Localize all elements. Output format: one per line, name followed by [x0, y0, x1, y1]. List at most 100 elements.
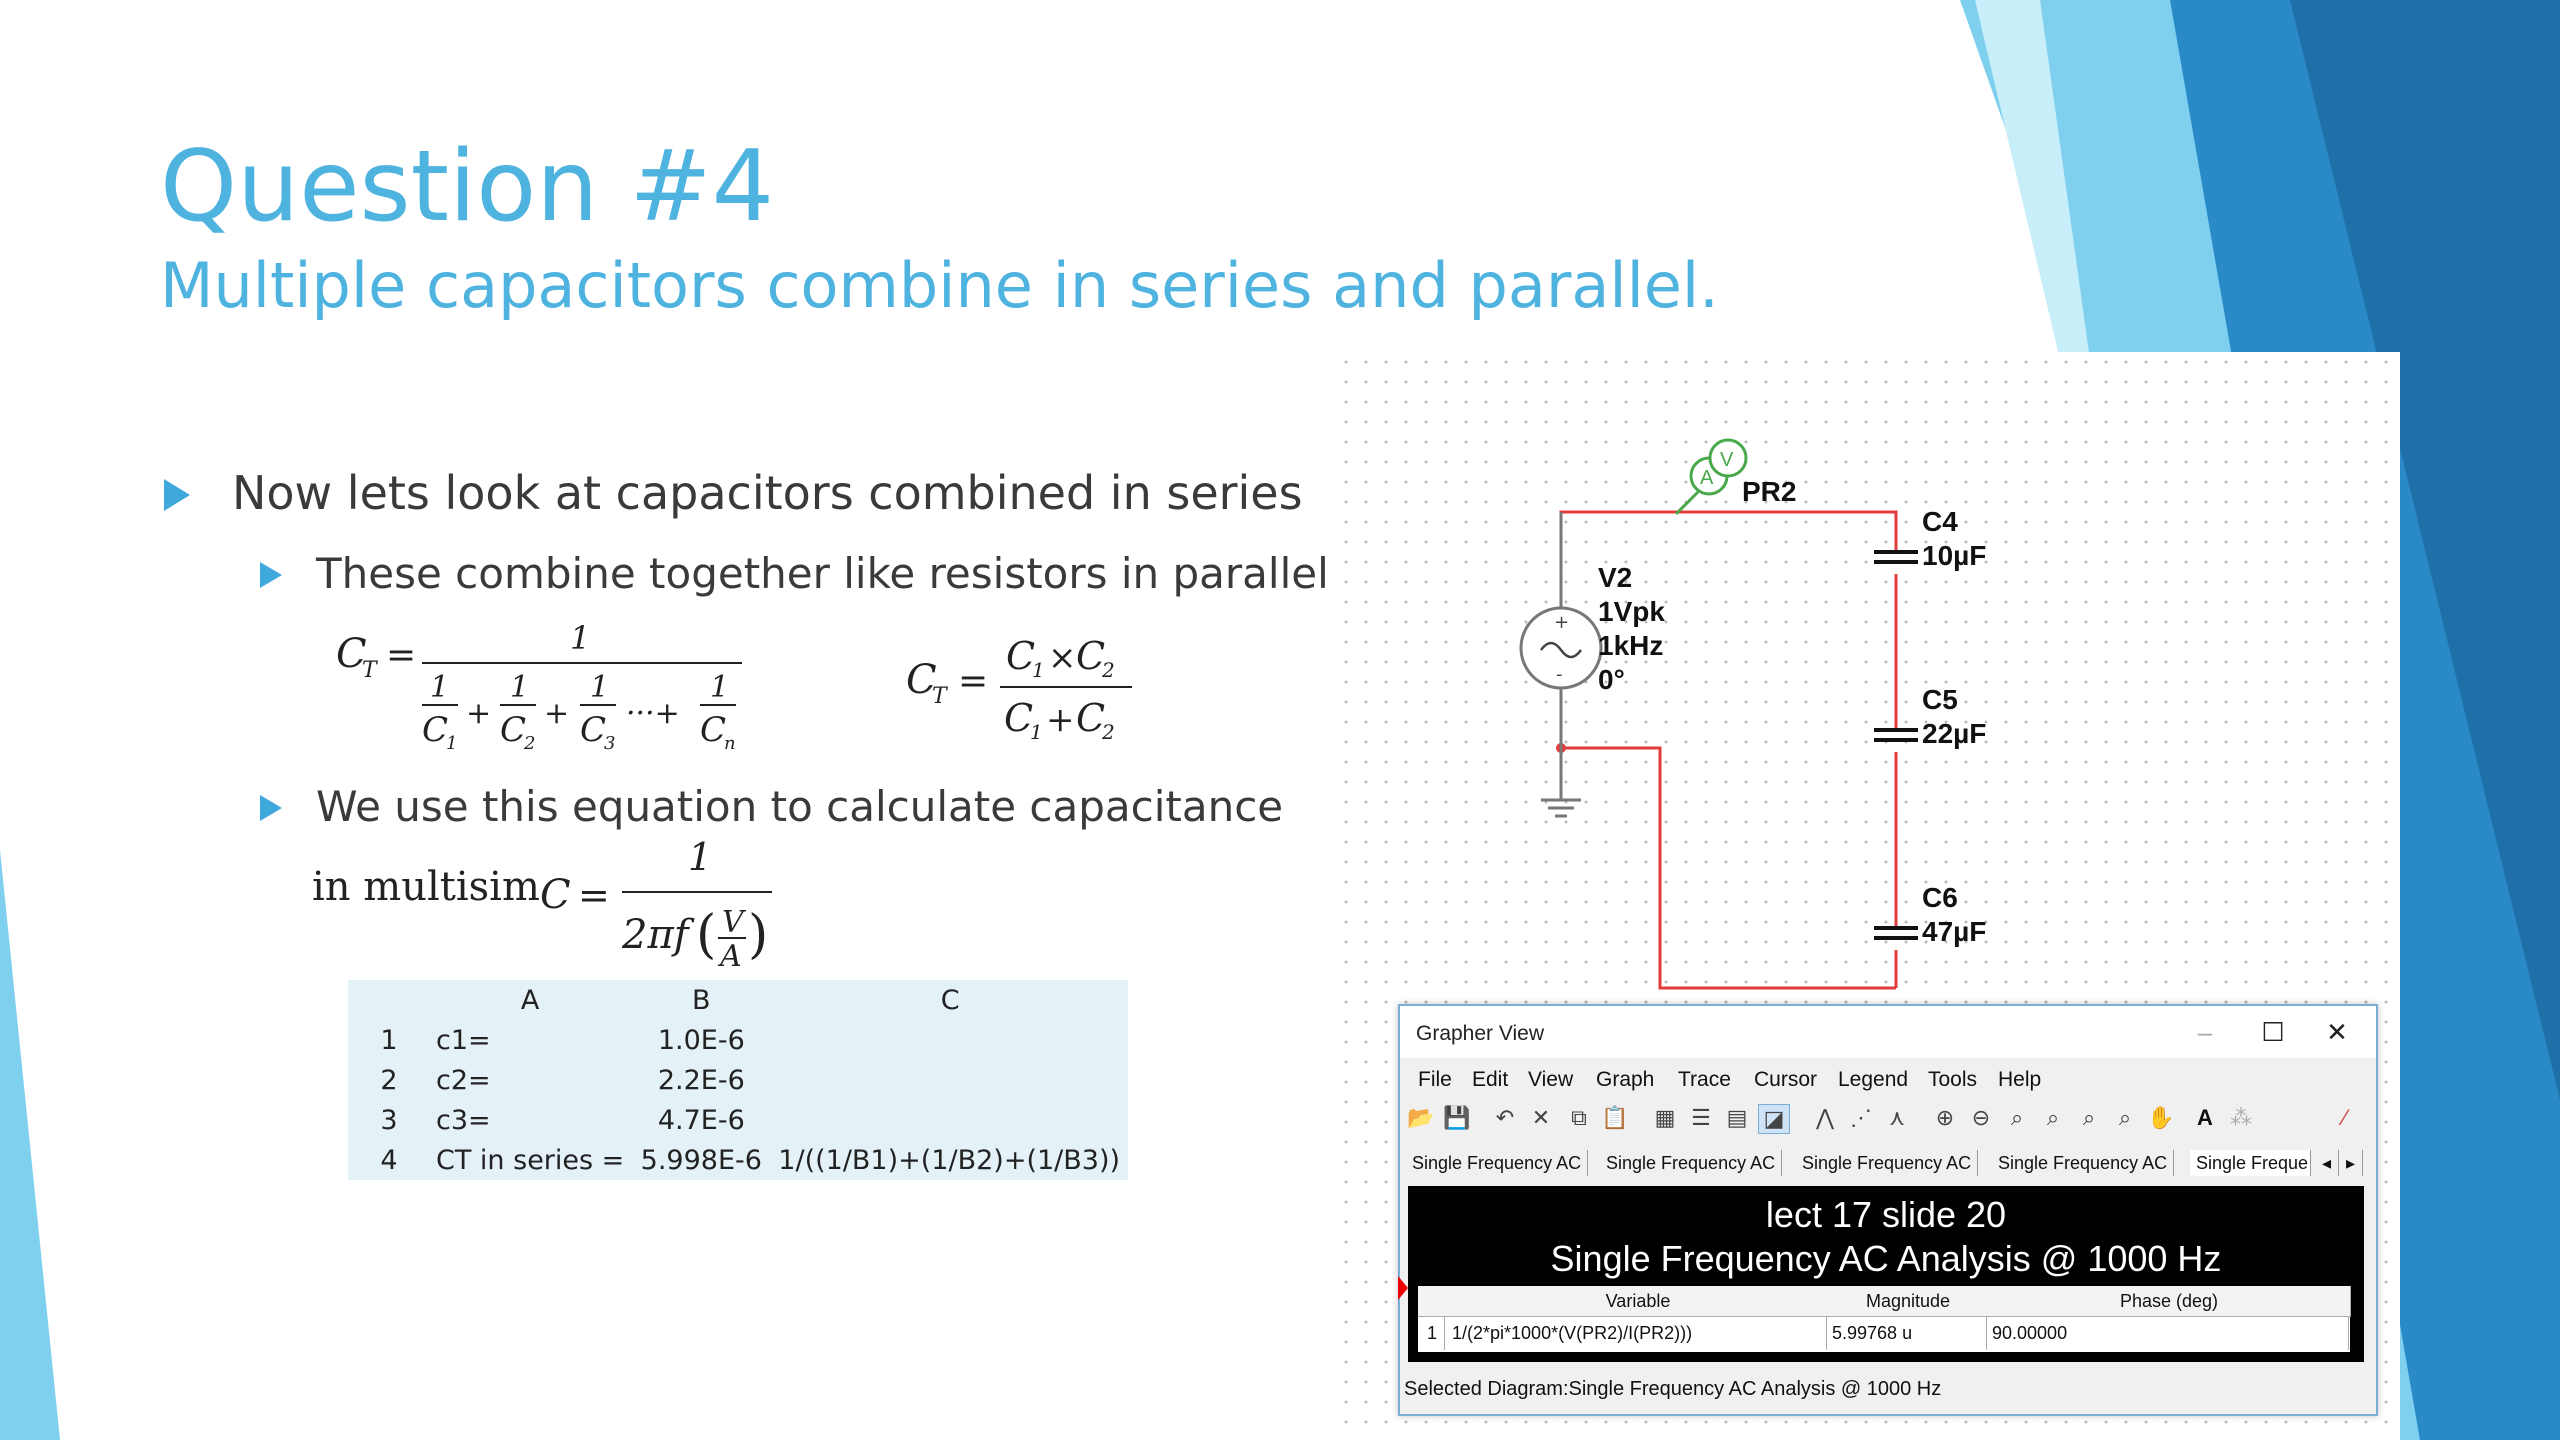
cell-b2[interactable]: 2.2E-6	[657, 1064, 745, 1096]
svg-text:V: V	[722, 905, 747, 940]
tab-scroll-right-icon[interactable]: ▸	[2342, 1150, 2363, 1176]
svg-text:×: ×	[1048, 638, 1077, 678]
row-number[interactable]: 1	[380, 1024, 398, 1056]
spreadsheet-header-row: A B C	[348, 980, 1128, 1020]
column-header-variable[interactable]: Variable	[1448, 1286, 1829, 1317]
column-header-b[interactable]: B	[692, 984, 711, 1016]
cell-a4[interactable]: CT in series =	[436, 1144, 625, 1176]
column-header-magnitude[interactable]: Magnitude	[1828, 1286, 1989, 1317]
svg-text:C: C	[580, 710, 606, 750]
save-icon[interactable]: 💾	[1443, 1105, 1471, 1130]
menu-file[interactable]: File	[1418, 1068, 1452, 1091]
svg-text:n: n	[724, 733, 736, 754]
minimize-icon[interactable]: –	[2197, 1017, 2213, 1047]
tab-analysis-4[interactable]: Single Frequency AC	[1992, 1150, 2175, 1176]
table-row: 2 c2= 2.2E-6	[348, 1060, 1128, 1100]
result-row-number: 1	[1418, 1316, 1445, 1350]
cell-b4[interactable]: 5.998E-6	[640, 1144, 762, 1176]
svg-text:1: 1	[1030, 720, 1043, 744]
menu-help[interactable]: Help	[1998, 1068, 2042, 1091]
cell-b3[interactable]: 4.7E-6	[657, 1104, 745, 1136]
column-header-phase[interactable]: Phase (deg)	[1988, 1286, 2351, 1317]
trace-icon[interactable]: ⋀	[1815, 1105, 1835, 1130]
grid-icon[interactable]: ▦	[1654, 1105, 1676, 1130]
row-number[interactable]: 2	[380, 1064, 398, 1096]
label-icon[interactable]: ⁂	[2230, 1105, 2252, 1130]
column-header-c[interactable]: C	[940, 984, 960, 1016]
result-magnitude[interactable]: 5.99768 u	[1828, 1316, 1987, 1350]
svg-text:2: 2	[1101, 720, 1115, 744]
svg-text:C: C	[500, 710, 526, 750]
svg-text:T: T	[362, 658, 379, 683]
grapher-titlebar[interactable]: Grapher View – ☐ ✕	[1400, 1006, 2376, 1058]
svg-text:1: 1	[688, 835, 712, 879]
copy-icon[interactable]: ⧉	[1571, 1105, 1587, 1130]
zoom-y-icon[interactable]: ⌕	[2082, 1105, 2096, 1130]
list-icon[interactable]: ☰	[1691, 1105, 1711, 1130]
zoom-x-icon[interactable]: ⌕	[2046, 1105, 2060, 1130]
cell-a2[interactable]: c2=	[436, 1064, 491, 1096]
svg-text:C: C	[1006, 634, 1035, 678]
cell-c2[interactable]	[772, 1060, 1128, 1100]
cell-c3[interactable]	[772, 1100, 1128, 1140]
undo-icon[interactable]: ↶	[1495, 1105, 1515, 1130]
cell-a1[interactable]: c1=	[436, 1024, 491, 1056]
text-icon[interactable]: A	[2197, 1105, 2213, 1130]
result-phase[interactable]: 90.00000	[1988, 1316, 2349, 1350]
svg-text:C: C	[422, 710, 448, 750]
tab-analysis-5-active[interactable]: Single Freque	[2190, 1150, 2311, 1176]
menu-trace[interactable]: Trace	[1678, 1068, 1731, 1091]
paste-icon[interactable]: 📋	[1601, 1105, 1629, 1130]
close-icon[interactable]: ✕	[2326, 1017, 2348, 1047]
tab-analysis-1[interactable]: Single Frequency AC	[1406, 1150, 1589, 1176]
menu-legend[interactable]: Legend	[1838, 1068, 1909, 1091]
row-number[interactable]: 4	[380, 1144, 398, 1176]
zoom-area-icon[interactable]: ⌕	[2010, 1105, 2024, 1130]
source-phase: 0°	[1598, 664, 1625, 695]
menu-edit[interactable]: Edit	[1472, 1068, 1509, 1091]
pan-icon[interactable]: ✋	[2147, 1105, 2175, 1130]
zoom-out-icon[interactable]: ⊖	[1971, 1105, 1991, 1130]
overlay-icon[interactable]: ◪	[1758, 1104, 1790, 1134]
menu-cursor[interactable]: Cursor	[1754, 1068, 1818, 1091]
tab-analysis-3[interactable]: Single Frequency AC	[1796, 1150, 1979, 1176]
chart-icon[interactable]: ▤	[1726, 1105, 1748, 1130]
column-header-a[interactable]: A	[520, 984, 540, 1016]
zoom-in-icon[interactable]: ⊕	[1935, 1105, 1955, 1130]
svg-text:1: 1	[710, 670, 729, 705]
menu-graph[interactable]: Graph	[1596, 1068, 1655, 1091]
svg-text:1: 1	[446, 733, 457, 754]
svg-text:+: +	[1554, 612, 1569, 633]
lines-icon[interactable]: ⋏	[1888, 1105, 1906, 1130]
open-icon[interactable]: 📂	[1407, 1105, 1435, 1130]
capacitor-c4-value: 10µF	[1922, 540, 1987, 571]
tab-scroll-left-icon[interactable]: ◂	[2318, 1150, 2339, 1176]
bullet-marker	[164, 479, 190, 511]
cell-b1[interactable]: 1.0E-6	[657, 1024, 745, 1056]
menu-view[interactable]: View	[1528, 1068, 1574, 1091]
bullet-marker	[260, 562, 282, 588]
selection-marker-icon	[1398, 1276, 1408, 1300]
capacitor-c6-value: 47µF	[1922, 916, 1987, 947]
cell-c1[interactable]	[772, 1020, 1128, 1060]
results-grid: Variable Magnitude Phase (deg) 1 1/(2*pi…	[1418, 1286, 2351, 1352]
zoom-full-icon[interactable]: ⌕	[2118, 1105, 2132, 1130]
svg-text:): )	[748, 905, 768, 965]
menu-tools[interactable]: Tools	[1928, 1068, 1978, 1091]
cell-a3[interactable]: c3=	[436, 1104, 491, 1136]
in-multisim-label: in multisim	[312, 864, 540, 910]
delete-icon[interactable]: ✕	[1531, 1105, 1551, 1130]
cell-c4[interactable]: 1/((1/B1)+(1/B2)+(1/B3))	[778, 1144, 1121, 1176]
grapher-title: Grapher View	[1416, 1022, 1545, 1045]
probe-label: PR2	[1742, 476, 1797, 507]
result-variable[interactable]: 1/(2*pi*1000*(V(PR2)/I(PR2)))	[1448, 1316, 1827, 1350]
svg-text:C: C	[1076, 634, 1105, 678]
more-icon[interactable]: ⁄	[2343, 1105, 2347, 1130]
analysis-subtitle: Single Frequency AC Analysis @ 1000 Hz	[1550, 1238, 2222, 1279]
maximize-icon[interactable]: ☐	[2261, 1017, 2285, 1047]
svg-text:C: C	[700, 710, 726, 750]
row-number[interactable]: 3	[380, 1104, 398, 1136]
svg-text:2: 2	[1101, 658, 1115, 682]
tab-analysis-2[interactable]: Single Frequency AC	[1600, 1150, 1783, 1176]
points-icon[interactable]: ⋰	[1850, 1105, 1872, 1130]
